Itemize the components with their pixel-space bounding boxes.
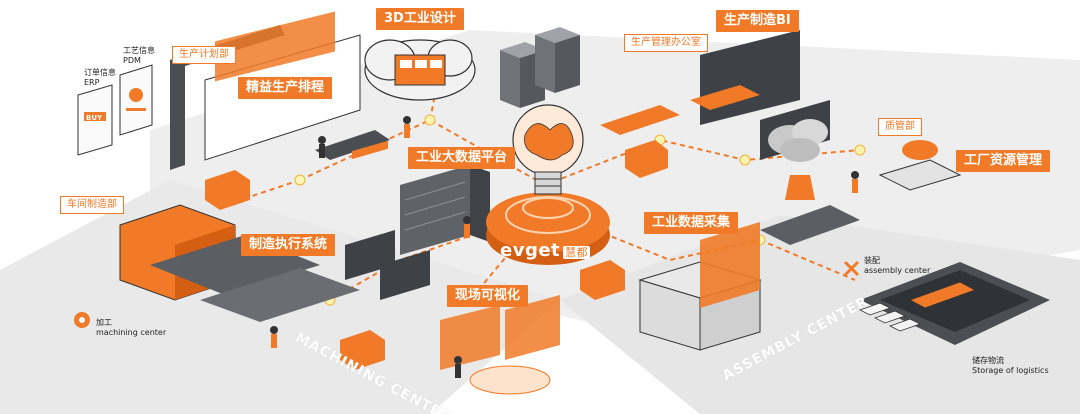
- smoke-tower: [768, 119, 828, 200]
- module-onsite-visualization: 现场可视化: [447, 285, 529, 307]
- brand-cn: 慧都: [563, 246, 591, 259]
- quality-station: [878, 140, 962, 191]
- note-erp-cn: 订单信息: [84, 68, 116, 77]
- pdm-document: [119, 64, 153, 136]
- people: [270, 116, 859, 378]
- forklifts: [205, 140, 668, 370]
- erp-document: BUY: [77, 84, 113, 156]
- dept-quality: 质管部: [878, 118, 922, 136]
- note-machining-en: machining center: [96, 328, 167, 337]
- logistics-storage: [858, 281, 976, 332]
- module-3d-design: 3D工业设计: [376, 8, 464, 30]
- dept-workshop: 车间制造部: [60, 196, 124, 214]
- note-logistics-cn: 储存物流: [972, 356, 1004, 365]
- erp-doc-text: BUY: [86, 114, 103, 122]
- note-assembly: 装配 assembly center: [864, 256, 930, 276]
- module-production-bi: 生产制造BI: [716, 10, 799, 32]
- module-industrial-bigdata: 工业大数据平台: [408, 147, 516, 169]
- dept-production-office: 生产管理办公室: [624, 34, 708, 52]
- machining-line: [119, 204, 360, 322]
- note-machining: 加工 machining center: [96, 318, 166, 338]
- server-racks-top: [500, 27, 580, 108]
- module-data-collection: 工业数据采集: [644, 212, 739, 234]
- mes-monitors: [345, 140, 430, 300]
- brand-name: evget: [500, 240, 561, 261]
- cloud-3d-design: [364, 39, 476, 101]
- gear-icon: [74, 312, 90, 328]
- note-assembly-cn: 装配: [864, 256, 880, 265]
- note-assembly-en: assembly center: [864, 266, 931, 275]
- wrench-icon: [843, 260, 860, 277]
- dept-production-planning: 生产计划部: [172, 46, 236, 64]
- note-pdm-en: PDM: [123, 56, 141, 65]
- server-racks-middle: [400, 165, 490, 255]
- module-factory-resource: 工厂资源管理: [956, 150, 1051, 172]
- module-mes: 制造执行系统: [241, 234, 336, 256]
- note-pdm-cn: 工艺信息: [123, 46, 155, 55]
- lightbulb-icon: [512, 104, 584, 195]
- office-desks: [315, 85, 760, 160]
- assembly-line: [638, 205, 860, 351]
- module-lean-scheduling: 精益生产排程: [238, 77, 333, 99]
- note-erp-en: ERP: [84, 78, 100, 87]
- note-logistics: 储存物流 Storage of logistics: [972, 356, 1049, 376]
- note-machining-cn: 加工: [96, 318, 112, 327]
- note-pdm: 工艺信息 PDM: [123, 46, 155, 66]
- note-logistics-en: Storage of logistics: [972, 366, 1049, 375]
- visualization-panels: [440, 295, 560, 395]
- floor-logistics-inner: [880, 270, 1030, 332]
- note-erp: 订单信息 ERP: [84, 68, 116, 88]
